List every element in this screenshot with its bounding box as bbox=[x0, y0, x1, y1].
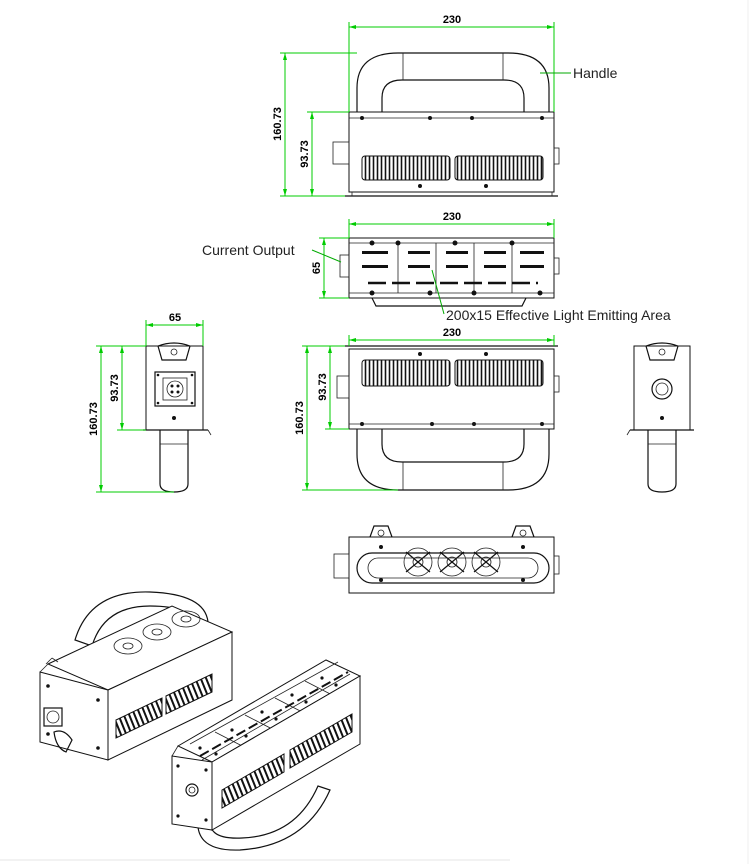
dimension-width-top: 230 bbox=[348, 14, 555, 112]
dimension-side-total-height: 160.73 bbox=[88, 345, 174, 493]
view-right-side bbox=[626, 342, 694, 493]
dim-depth-mid-label: 65 bbox=[311, 262, 323, 274]
dimension-side-width: 65 bbox=[145, 312, 204, 346]
callout-handle: Handle bbox=[540, 65, 618, 81]
dim-body-height-top-label: 93.73 bbox=[299, 140, 311, 168]
view-emitting-face bbox=[339, 237, 560, 307]
dimension-total-height-top: 160.73 bbox=[272, 52, 357, 197]
view-left-side bbox=[143, 342, 212, 493]
dim-total-height-top-label: 160.73 bbox=[272, 107, 284, 141]
dim-width-mid-label: 230 bbox=[443, 211, 461, 223]
dimension-width-mid: 230 bbox=[348, 211, 555, 238]
dim-side-width-label: 65 bbox=[169, 312, 181, 324]
view-top-with-handle bbox=[332, 52, 560, 197]
dimension-body-height-top: 93.73 bbox=[299, 111, 349, 196]
effective-area-label: 200x15 Effective Light Emitting Area bbox=[446, 307, 671, 323]
view-front-handle-below bbox=[336, 345, 560, 491]
current-output-label: Current Output bbox=[202, 242, 295, 258]
dimension-front-width: 230 bbox=[348, 327, 555, 346]
dimension-depth-mid: 65 bbox=[311, 237, 349, 299]
dim-front-width-label: 230 bbox=[443, 327, 461, 339]
dimension-side-body-height: 93.73 bbox=[109, 345, 146, 431]
callout-current-output: Current Output bbox=[202, 242, 342, 263]
handle-label: Handle bbox=[573, 65, 618, 81]
callout-effective-area: 200x15 Effective Light Emitting Area bbox=[431, 269, 671, 323]
view-bottom-fans bbox=[333, 525, 560, 594]
dim-width-top-label: 230 bbox=[443, 14, 461, 26]
dimension-front-total-height: 160.73 bbox=[294, 345, 398, 491]
dimension-front-body-height: 93.73 bbox=[317, 345, 349, 430]
dim-front-total-height-label: 160.73 bbox=[294, 401, 306, 435]
dim-front-body-height-label: 93.73 bbox=[317, 373, 329, 401]
dim-side-total-height-label: 160.73 bbox=[88, 402, 100, 436]
isometric-view-emitting-up bbox=[171, 659, 362, 851]
isometric-view-handle-up bbox=[39, 591, 234, 761]
dim-side-body-height-label: 93.73 bbox=[109, 374, 121, 402]
